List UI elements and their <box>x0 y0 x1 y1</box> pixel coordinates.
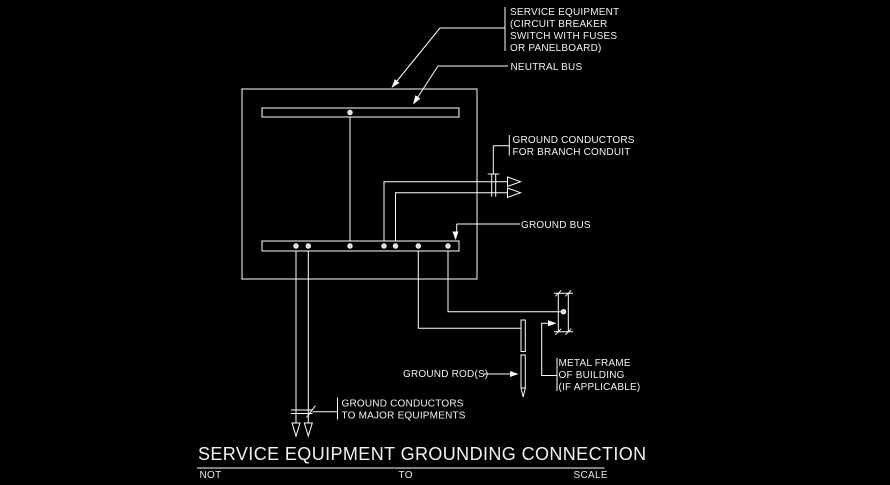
tick-slash <box>554 328 562 336</box>
leader-arrowhead <box>510 371 519 377</box>
label-service-equipment-line1: SERVICE EQUIPMENT <box>510 7 619 18</box>
leader-arrowhead <box>391 79 400 88</box>
ground-bus-bar <box>261 240 460 252</box>
scale-note-to: TO <box>399 470 413 481</box>
branch-conduit-arrowhead <box>507 187 522 199</box>
tick-slash <box>564 289 572 297</box>
label-ground-conductors-major-line2: TO MAJOR EQUIPMENTS <box>342 411 466 422</box>
ground-rod-symbol <box>520 354 526 389</box>
branch-conduit-arrowhead <box>507 176 522 188</box>
label-metal-frame-line2: OF BUILDING <box>559 370 625 381</box>
major-equipment-arrowhead <box>291 422 301 438</box>
label-service-equipment-line4: OR PANELBOARD) <box>510 43 602 54</box>
scale-note-scale: SCALE <box>574 470 608 481</box>
label-neutral-bus: NEUTRAL BUS <box>511 62 583 73</box>
connection-dot <box>347 109 353 116</box>
ground-rod-symbol <box>520 319 526 352</box>
tick-slash <box>554 289 562 297</box>
connection-dot <box>560 309 567 315</box>
label-ground-conductors-branch-line1: GROUND CONDUCTORS <box>513 135 635 146</box>
connection-dot <box>445 243 451 249</box>
connection-dot <box>305 243 311 249</box>
leader-line <box>392 27 441 87</box>
ground-rod-tip <box>520 387 526 398</box>
label-service-equipment-line2: (CIRCUIT BREAKER <box>510 19 607 30</box>
connection-dot <box>347 243 353 249</box>
tick-slash <box>564 328 572 336</box>
leader-line <box>413 65 439 104</box>
neutral-bus-bar <box>261 107 460 118</box>
label-ground-bus: GROUND BUS <box>521 220 591 231</box>
scale-note-not: NOT <box>200 470 222 481</box>
ground-rod-conductor <box>417 251 521 329</box>
connection-dot <box>415 243 421 249</box>
label-metal-frame-line3: (IF APPLICABLE) <box>559 382 641 393</box>
connection-dot <box>293 243 299 249</box>
major-equipment-arrowhead <box>303 422 313 438</box>
label-ground-conductors-branch-line2: FOR BRANCH CONDUIT <box>513 147 631 158</box>
drawing-title: SERVICE EQUIPMENT GROUNDING CONNECTION <box>198 444 647 464</box>
leader-arrowhead <box>452 231 459 240</box>
leader-line <box>541 322 557 376</box>
label-ground-conductors-major-line1: GROUND CONDUCTORS <box>342 399 464 410</box>
leader-arrowhead <box>548 320 557 327</box>
branch-conductor-1 <box>383 181 508 241</box>
label-metal-frame-line1: METAL FRAME <box>559 358 631 369</box>
clamp-slash <box>306 405 316 418</box>
label-ground-rods: GROUND ROD(S) <box>403 369 488 380</box>
metal-frame-conductor <box>447 251 564 313</box>
connection-dot <box>381 243 387 249</box>
branch-conductor-2 <box>395 192 508 241</box>
leader-arrowhead <box>413 95 421 105</box>
connection-dot <box>392 243 399 249</box>
label-service-equipment-line3: SWITCH WITH FUSES <box>510 31 617 42</box>
